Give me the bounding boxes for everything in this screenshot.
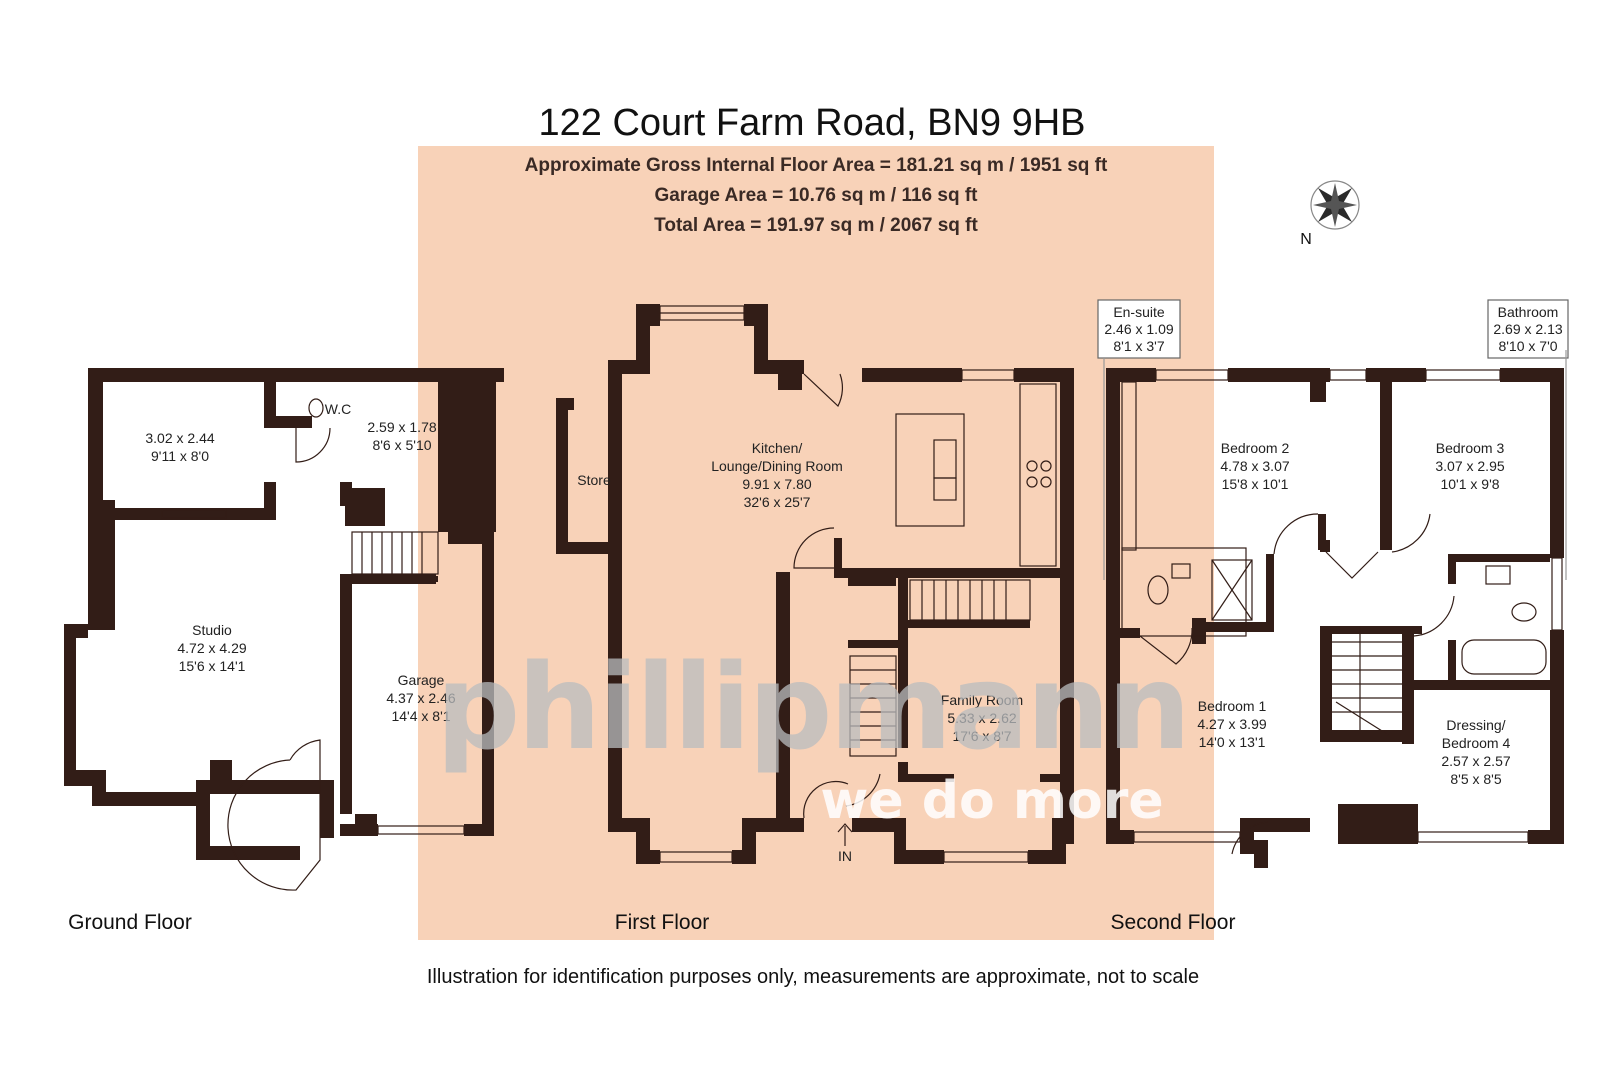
bedroom2-name: Bedroom 2 bbox=[1221, 440, 1290, 456]
total-area: Total Area = 191.97 sq m / 2067 sq ft bbox=[654, 215, 978, 236]
wc-fixtures bbox=[227, 398, 331, 891]
bedroom1-dims-ft: 14'0 x 13'1 bbox=[1199, 734, 1266, 750]
dressing-name-line2: Bedroom 4 bbox=[1442, 735, 1511, 751]
compass-north-label: N bbox=[1300, 231, 1312, 248]
dressing-dims-m: 2.57 x 2.57 bbox=[1441, 753, 1510, 769]
compass-rose-icon bbox=[1310, 180, 1360, 230]
garage-name: Garage bbox=[398, 672, 445, 688]
bedroom1-dims-m: 4.27 x 3.99 bbox=[1197, 716, 1266, 732]
first-floor-label: First Floor bbox=[615, 911, 710, 934]
watermark-tagline: we do more bbox=[820, 771, 1163, 831]
bathroom-name: Bathroom bbox=[1498, 304, 1559, 320]
garage-area: Garage Area = 10.76 sq m / 116 sq ft bbox=[655, 185, 979, 206]
first-floor-details bbox=[659, 305, 1057, 863]
bedroom2-dims-ft: 15'8 x 10'1 bbox=[1222, 476, 1289, 492]
room-302-dims-m: 3.02 x 2.44 bbox=[145, 430, 214, 446]
family-dims-m: 5.33 x 2.62 bbox=[947, 710, 1016, 726]
ground-floor-label: Ground Floor bbox=[68, 911, 192, 934]
watermark-brand: phillipmann bbox=[436, 638, 1188, 776]
second-floor-labels: En-suite 2.46 x 1.09 8'1 x 3'7 Bathroom … bbox=[1104, 304, 1562, 787]
studio-name: Studio bbox=[192, 622, 232, 638]
disclaimer: Illustration for identification purposes… bbox=[427, 966, 1199, 988]
studio-dims-ft: 15'6 x 14'1 bbox=[179, 658, 246, 674]
kitchen-name-line1: Kitchen/ bbox=[752, 440, 803, 456]
bedroom3-name: Bedroom 3 bbox=[1436, 440, 1505, 456]
gross-internal-area: Approximate Gross Internal Floor Area = … bbox=[525, 155, 1108, 176]
ensuite-dims-ft: 8'1 x 3'7 bbox=[1113, 338, 1164, 354]
dressing-name-line1: Dressing/ bbox=[1446, 717, 1505, 733]
family-name: Family Room bbox=[941, 692, 1023, 708]
bedroom2-dims-m: 4.78 x 3.07 bbox=[1220, 458, 1289, 474]
kitchen-dims-m: 9.91 x 7.80 bbox=[742, 476, 811, 492]
room-302-dims-ft: 9'11 x 8'0 bbox=[151, 448, 209, 464]
kitchen-dims-ft: 32'6 x 25'7 bbox=[744, 494, 811, 510]
garage-dims-ft: 14'4 x 8'1 bbox=[391, 708, 450, 724]
ground-floor-labels: 3.02 x 2.44 9'11 x 8'0 W.C 2.59 x 1.78 8… bbox=[145, 401, 455, 724]
first-floor-highlight bbox=[418, 146, 1214, 940]
studio-dims-m: 4.72 x 4.29 bbox=[177, 640, 246, 656]
bathroom-dims-m: 2.69 x 2.13 bbox=[1493, 321, 1562, 337]
bedroom3-dims-m: 3.07 x 2.95 bbox=[1435, 458, 1504, 474]
bedroom3-dims-ft: 10'1 x 9'8 bbox=[1440, 476, 1499, 492]
ground-floor-plan bbox=[64, 368, 504, 860]
kitchen-name-line2: Lounge/Dining Room bbox=[711, 458, 843, 474]
first-floor-labels: Store Kitchen/ Lounge/Dining Room 9.91 x… bbox=[577, 440, 1023, 864]
wc-label: W.C bbox=[325, 401, 351, 417]
room-259-dims-ft: 8'6 x 5'10 bbox=[372, 437, 431, 453]
room-259-dims-m: 2.59 x 1.78 bbox=[367, 419, 436, 435]
ensuite-name: En-suite bbox=[1113, 304, 1165, 320]
ground-floor-stairs bbox=[351, 531, 439, 575]
bedroom1-name: Bedroom 1 bbox=[1198, 698, 1267, 714]
store-label: Store bbox=[577, 472, 611, 488]
second-floor-plan bbox=[1106, 368, 1564, 868]
garage-dims-m: 4.37 x 2.46 bbox=[386, 690, 455, 706]
second-floor-label: Second Floor bbox=[1111, 911, 1236, 934]
family-dims-ft: 17'6 x 8'7 bbox=[952, 728, 1011, 744]
ensuite-dims-m: 2.46 x 1.09 bbox=[1104, 321, 1173, 337]
second-floor-details bbox=[1097, 299, 1569, 855]
property-title: 122 Court Farm Road, BN9 9HB bbox=[538, 102, 1085, 144]
bathroom-dims-ft: 8'10 x 7'0 bbox=[1498, 338, 1557, 354]
entrance-label: IN bbox=[838, 848, 852, 864]
ground-floor-windows bbox=[65, 509, 465, 835]
dressing-dims-ft: 8'5 x 8'5 bbox=[1450, 771, 1501, 787]
first-floor-plan bbox=[556, 304, 1074, 864]
